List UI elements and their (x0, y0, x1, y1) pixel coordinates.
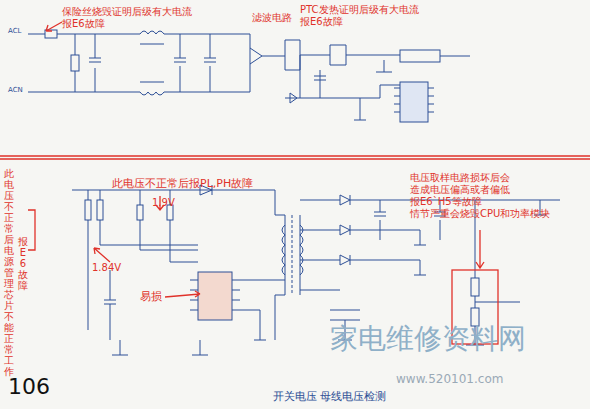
fault-note: PTC发热证明后级有大电流 报E6故障 (300, 4, 440, 28)
terminal-label: ACL (8, 27, 21, 35)
page-number: 106 (8, 374, 50, 400)
fault-note-vertical: 此电压不正常后电源管理芯片不能正常工作 (4, 168, 14, 377)
fault-note: 保险丝烧毁证明后级有大电流 报E6故障 (62, 6, 212, 30)
circuit-name: 滤波电路 (252, 12, 292, 24)
fault-note: 此电压不正常后报PL,PH故障 (112, 177, 253, 190)
caption: 开关电压 母线电压检测 (273, 390, 387, 403)
fault-note: 易损 (140, 290, 162, 303)
terminal-label: ACN (8, 86, 23, 94)
voltage-value: 1.9V (152, 197, 175, 209)
watermark: 家电维修资料网 (330, 322, 526, 356)
fault-note-vertical: 报E6故障 (18, 236, 28, 291)
watermark: www.520101.com (396, 372, 503, 386)
fault-note: 电压取样电路损坏后会 造成电压偏高或者偏低 报E6`H5等故障 情节严重会烧毁C… (410, 172, 580, 220)
voltage-value: 1.84V (92, 262, 121, 274)
